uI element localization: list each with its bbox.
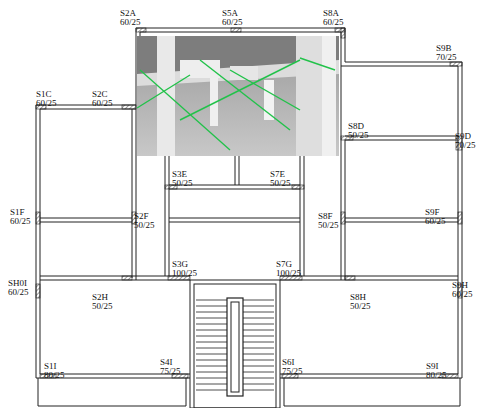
column-label: S1I [44,362,57,371]
column-label: S2F [134,212,149,221]
column-label: S1C [36,90,52,99]
column-label: 70/25 [436,53,457,62]
column-label: S9H [452,281,468,290]
column-label: 50/25 [134,221,155,230]
column-label: S8A [323,9,339,18]
column-label: S4I [160,358,173,367]
column-label: 100/25 [172,269,197,278]
column-label: 80/25 [44,371,65,380]
column-label: S9D [455,132,471,141]
column-label: S7G [276,260,292,269]
column-label: 60/25 [92,99,113,108]
render-inset [137,36,339,156]
column-label: 80/25 [426,371,447,380]
column-label: 50/25 [172,179,193,188]
walls [36,28,462,408]
column-label: S3G [172,260,188,269]
column-label: S1F [10,208,25,217]
column-label: S2C [92,90,108,99]
column-label: S9F [425,208,440,217]
column-label: 60/25 [8,288,29,297]
column-label: 50/25 [348,131,369,140]
column-label: S8D [348,122,364,131]
column-label: S6I [282,358,295,367]
column-label: 100/25 [276,269,301,278]
column-label: S3E [172,170,187,179]
column-label: 75/25 [282,367,303,376]
column-label: 60/25 [323,18,344,27]
column-label: SH0I [8,279,27,288]
column-label: 60/25 [120,18,141,27]
column-label: 50/25 [92,302,113,311]
column-label: S8H [350,293,366,302]
column-label: 60/25 [452,290,473,299]
column-label: 50/25 [350,302,371,311]
column-label: 60/25 [222,18,243,27]
column-label: 50/25 [318,221,339,230]
column-label: S7E [270,170,285,179]
column-label: S8F [318,212,333,221]
column-label: S2H [92,293,108,302]
column-label: S9B [436,44,452,53]
column-label: S9I [426,362,439,371]
stair-handrail [227,298,243,396]
column-label: 50/25 [270,179,291,188]
column-label: S2A [120,9,136,18]
column-label: 70/25 [455,141,476,150]
column-label: 75/25 [160,367,181,376]
column-label: 60/25 [10,217,31,226]
column-label: 60/25 [36,99,57,108]
column-label: 60/25 [425,217,446,226]
column-label: S5A [222,9,238,18]
columns [36,28,462,378]
